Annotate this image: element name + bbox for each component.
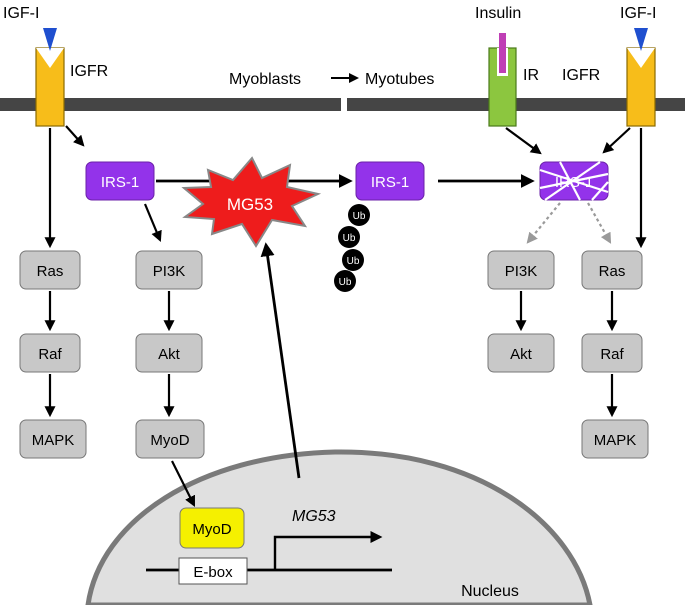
ir-label: IR (523, 67, 539, 84)
ubiquitin-1-label: Ub (353, 211, 366, 222)
insulin-ligand (499, 33, 506, 73)
pi3k-right-label: PI3K (505, 263, 538, 280)
ubiquitin-3-label: Ub (347, 256, 360, 267)
irs1-mid-label: IRS-1 (371, 174, 409, 191)
akt-right-label: Akt (510, 346, 533, 363)
akt-left-box (135, 333, 203, 373)
raf-right-box (581, 333, 643, 373)
myod-nucleus-box (179, 507, 245, 549)
akt-right-box (487, 333, 555, 373)
igfr-right-notch (627, 48, 655, 68)
akt-left-label: Akt (158, 346, 181, 363)
ubiquitin-4-label: Ub (339, 277, 352, 288)
myoblasts-label: Myoblasts (229, 71, 301, 88)
arrows-left (44, 125, 195, 507)
raf-right-label: Raf (600, 346, 624, 363)
myod-left-label: MyoD (150, 432, 189, 449)
myod-nucleus-label: MyoD (192, 521, 231, 538)
myotubes-label: Myotubes (365, 71, 434, 88)
mapk-left-label: MAPK (32, 432, 75, 449)
membrane-left (0, 98, 341, 111)
ubiquitin-3 (342, 249, 364, 271)
arrows-right (505, 127, 647, 418)
ubiquitin-chain: Ub Ub Ub Ub (334, 204, 370, 292)
mg53-expression-arrow (260, 242, 301, 479)
igf-right-ligand (634, 28, 648, 51)
pi3k-left-box (135, 250, 203, 290)
insulin-label: Insulin (475, 5, 521, 22)
mg53-starburst (181, 156, 322, 248)
irs1-right-crack-lines (539, 161, 609, 201)
ubiquitin-2-label: Ub (343, 233, 356, 244)
ubiquitin-4 (334, 270, 356, 292)
irs1-mid-box (355, 161, 425, 201)
mg53-gene-label: MG53 (292, 508, 336, 525)
dotted-arrows (526, 202, 612, 244)
igf-left-label: IGF-I (3, 5, 39, 22)
pi3k-right-box (487, 250, 555, 290)
igf-right-label: IGF-I (620, 5, 656, 22)
mapk-right-box (581, 419, 649, 459)
ubiquitin-1 (348, 204, 370, 226)
raf-left-box (19, 333, 81, 373)
pi3k-left-label: PI3K (153, 263, 186, 280)
ras-left-box (19, 250, 81, 290)
transcription-start-arrow (273, 531, 383, 570)
mapk-right-label: MAPK (594, 432, 637, 449)
ras-right-label: Ras (599, 263, 626, 280)
igfr-left-label: IGFR (70, 63, 108, 80)
ubiquitin-2 (338, 226, 360, 248)
ebox-label: E-box (193, 564, 233, 581)
nucleus-label: Nucleus (461, 583, 519, 600)
igfr-right-label: IGFR (562, 67, 600, 84)
raf-left-label: Raf (38, 346, 62, 363)
ebox-box (178, 557, 248, 585)
ras-left-label: Ras (37, 263, 64, 280)
myod-left-box (135, 419, 205, 459)
irs1-left-label: IRS-1 (101, 174, 139, 191)
mapk-left-box (19, 419, 87, 459)
igf-left-ligand (43, 28, 57, 51)
irs1-left-box (85, 161, 155, 201)
ras-right-box (581, 250, 643, 290)
igfr-left-notch (36, 48, 64, 68)
mg53-label: MG53 (227, 195, 273, 214)
